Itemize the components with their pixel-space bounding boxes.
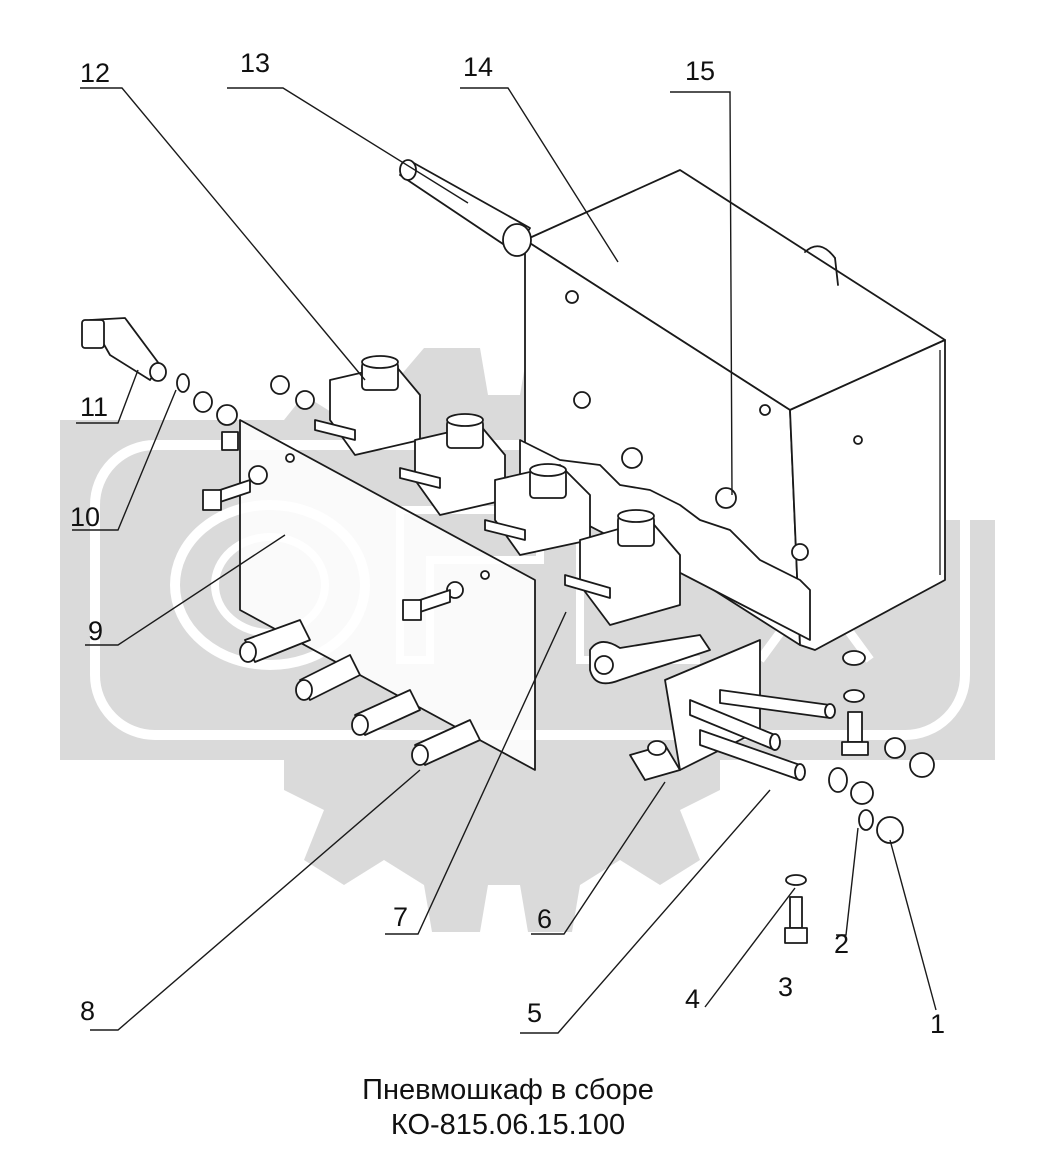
leader-lines xyxy=(72,87,937,1034)
right-hardware xyxy=(784,650,935,944)
mounting-plate xyxy=(239,419,536,771)
callout-1: 1 xyxy=(930,1009,945,1039)
callout-3: 3 xyxy=(778,972,793,1002)
bracket xyxy=(589,634,761,781)
drawing-title: Пневмошкаф в сборе xyxy=(362,1074,654,1106)
callout-11: 11 xyxy=(80,392,108,422)
fittings xyxy=(239,619,481,766)
callout-10: 10 xyxy=(70,502,100,532)
callout-9: 9 xyxy=(88,616,103,646)
left-seals-and-nuts xyxy=(176,373,239,451)
handle-lever xyxy=(399,159,532,257)
callout-4: 4 xyxy=(685,984,700,1014)
callout-7: 7 xyxy=(393,902,408,932)
plate-bolts xyxy=(202,479,451,621)
callout-labels: 12 13 14 15 11 10 9 8 7 6 5 4 3 2 1 xyxy=(70,48,945,1039)
solenoid-valve-4 xyxy=(564,509,681,626)
callout-14: 14 xyxy=(463,52,493,82)
rods xyxy=(689,689,836,781)
callout-6: 6 xyxy=(537,904,552,934)
callout-12: 12 xyxy=(80,58,110,88)
pressure-sensor xyxy=(81,317,167,382)
callout-5: 5 xyxy=(527,998,542,1028)
drawing-code: КО-815.06.15.100 xyxy=(390,1109,626,1141)
solenoid-valve-1 xyxy=(314,355,421,456)
callout-8: 8 xyxy=(80,996,95,1026)
callout-15: 15 xyxy=(685,56,715,86)
callout-2: 2 xyxy=(834,929,849,959)
solenoid-valve-2 xyxy=(399,413,506,516)
callout-13: 13 xyxy=(240,48,270,78)
upper-nuts xyxy=(270,375,809,561)
